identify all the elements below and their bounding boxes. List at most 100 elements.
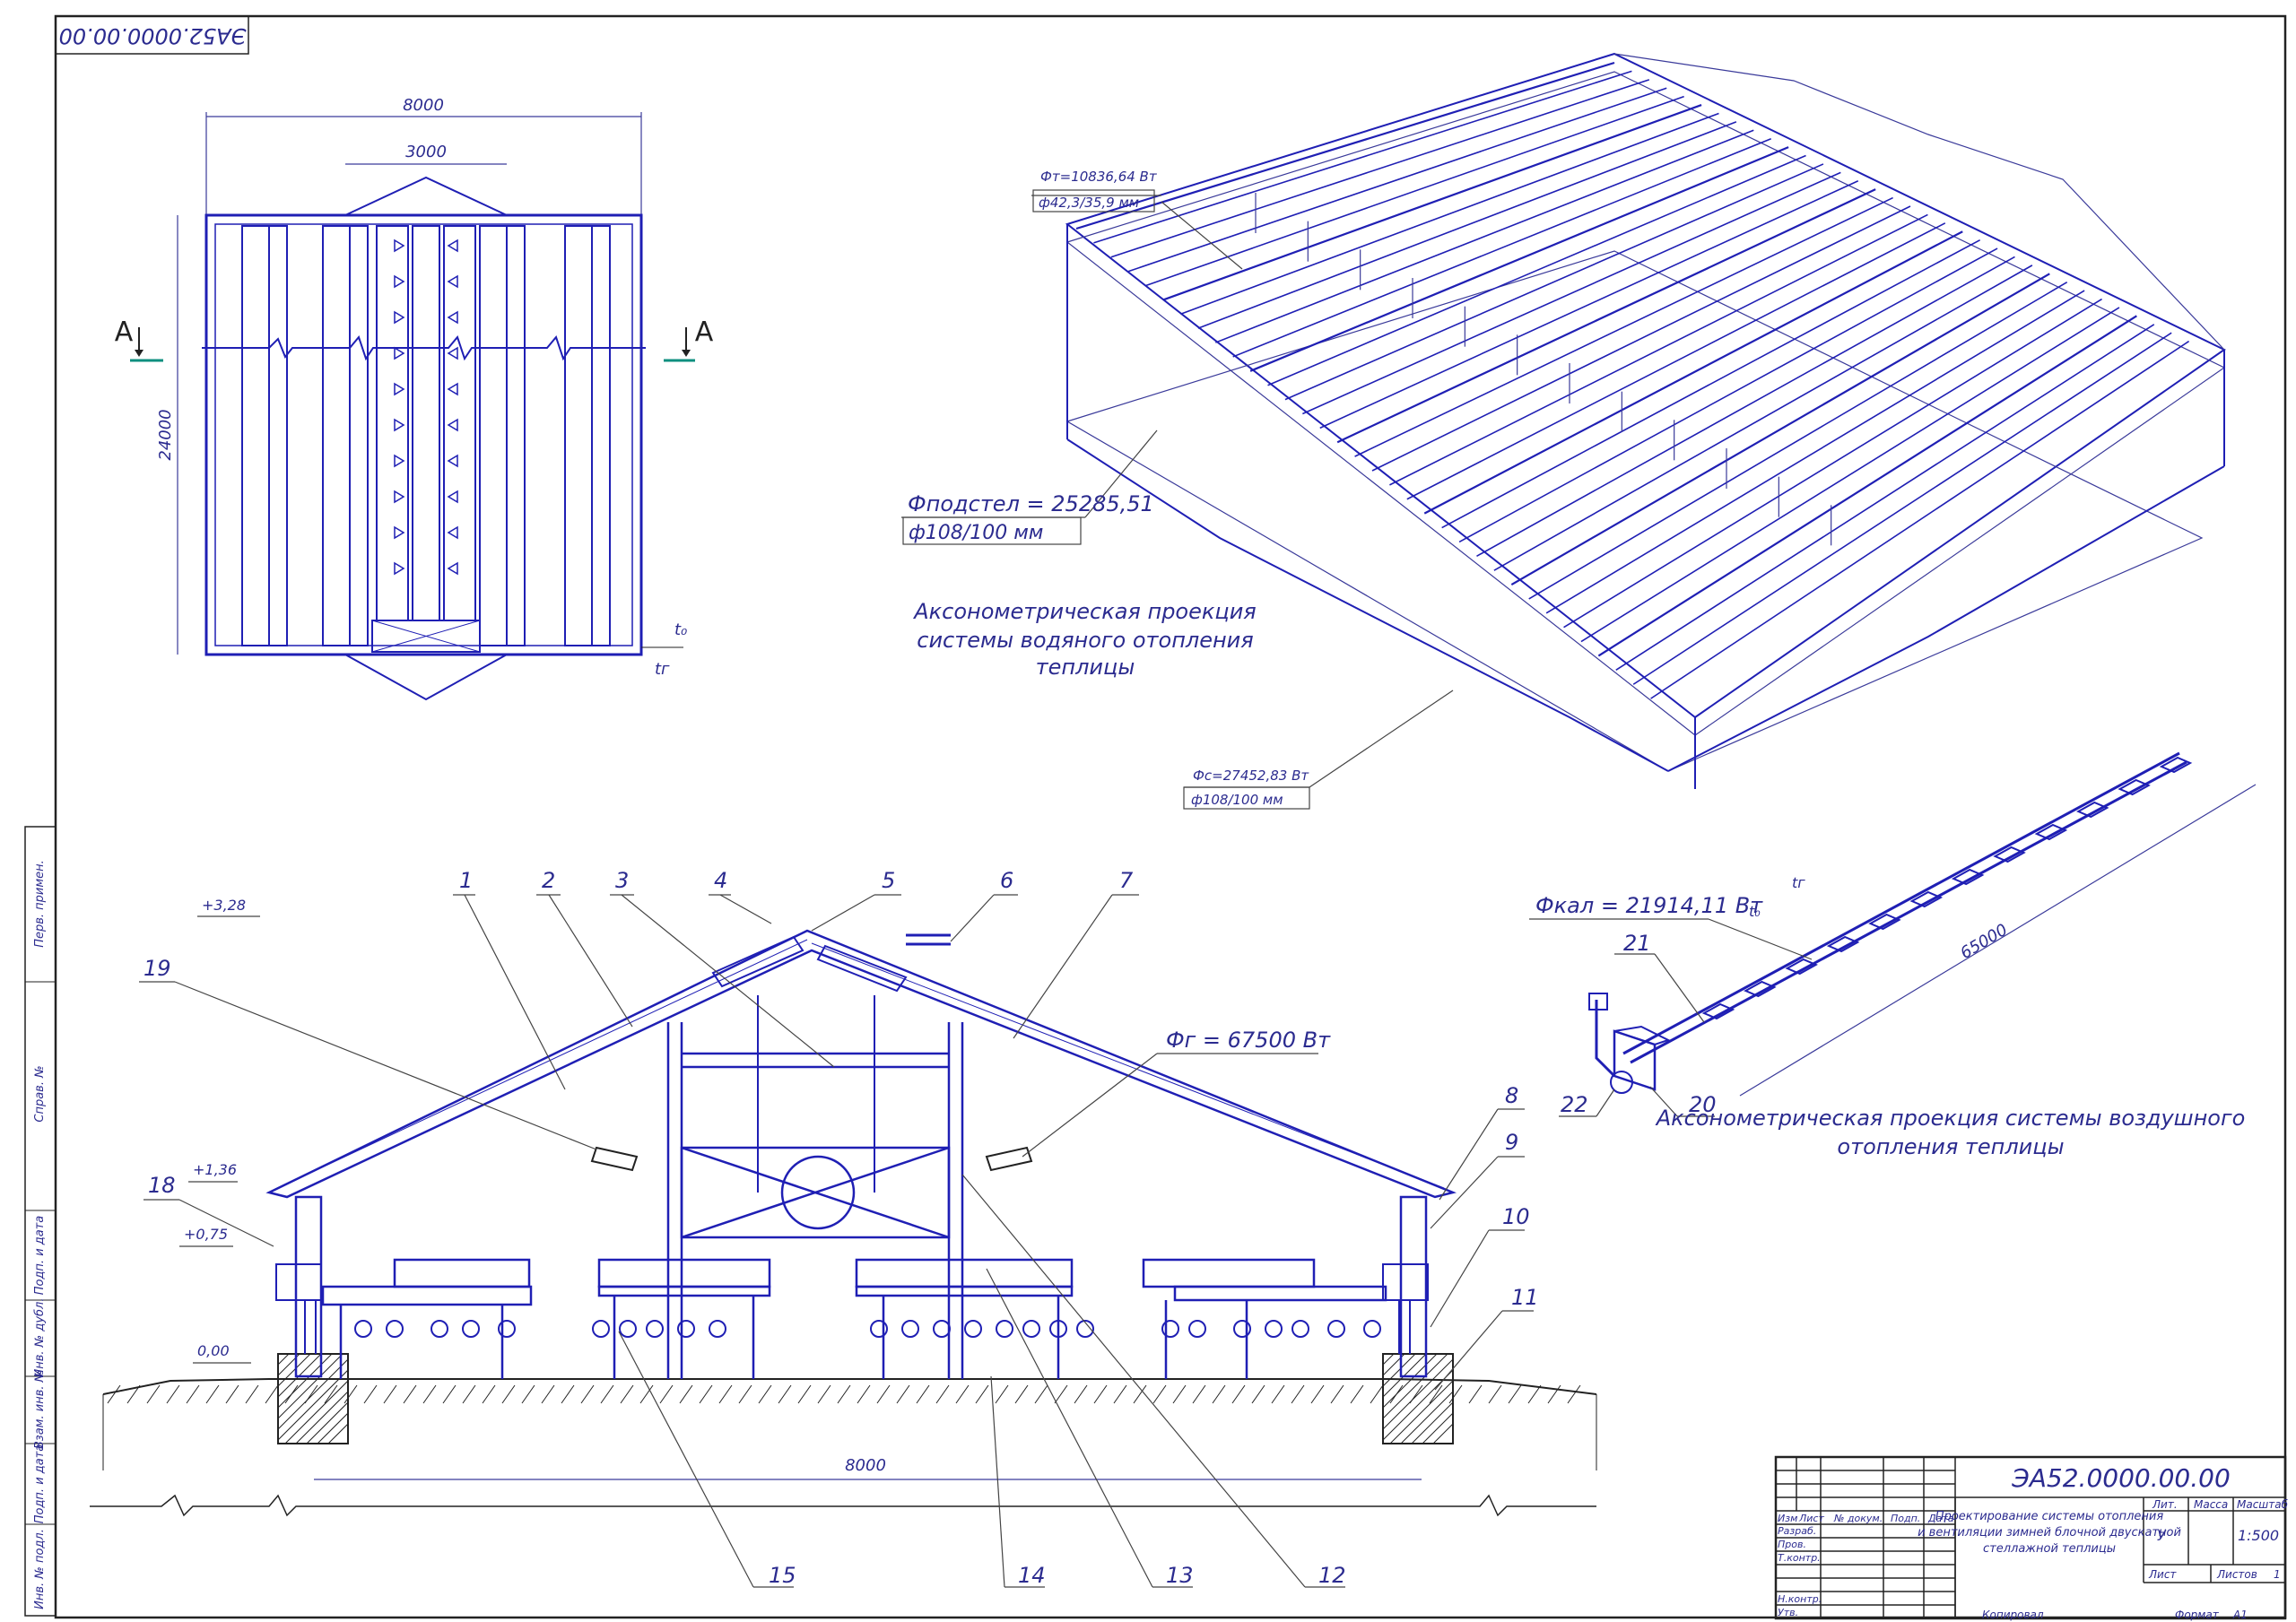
elev-top: +3,28 <box>202 897 246 914</box>
strip-label-0: Перв. примен. <box>33 860 47 948</box>
tb-scale-label: Масштаб <box>2237 1498 2289 1511</box>
heating-pipe-circle <box>1265 1320 1283 1338</box>
water-mid-power: Фподстел = 25285,51 <box>908 491 1154 516</box>
ground-hatch-line <box>403 1384 417 1404</box>
heating-pipe-circle <box>498 1320 516 1338</box>
ground-hatch-line <box>738 1384 752 1404</box>
heating-pipe-circle <box>619 1320 637 1338</box>
ground-hatch-line <box>699 1384 713 1404</box>
foundation-hatch-line <box>327 1423 349 1444</box>
callout-22: 22 <box>1561 1092 1588 1117</box>
ground-hatch-line <box>521 1384 535 1404</box>
foundation-hatch-line <box>1389 1380 1454 1444</box>
callout-19: 19 <box>144 956 171 981</box>
elev-136: +1,36 <box>193 1161 237 1178</box>
tb-row-razrab: Разраб. <box>1778 1525 1816 1537</box>
tb-title-1: Проектирование системы отопления <box>1935 1510 2164 1523</box>
tb-title-3: стеллажной теплицы <box>1983 1542 2116 1556</box>
callout-18: 18 <box>148 1173 176 1198</box>
heating-pipe-circle <box>386 1320 404 1338</box>
tb-sheet-label: Лист <box>2148 1568 2177 1581</box>
ground-hatch-line <box>422 1384 437 1404</box>
ground-hatch-line <box>126 1384 141 1404</box>
plan-temp-out: t₀ <box>674 620 687 639</box>
ground-hatch-line <box>107 1384 121 1404</box>
callout-10: 10 <box>1502 1204 1530 1229</box>
ground-hatch-line <box>482 1384 496 1404</box>
tb-format-value: А1 <box>2232 1609 2248 1621</box>
foundation-hatch-line <box>295 1391 349 1444</box>
ground-hatch-line <box>1251 1384 1265 1404</box>
callout-15: 15 <box>769 1563 796 1588</box>
foundation-hatch-line <box>277 1358 349 1430</box>
heating-pipe <box>1319 180 1859 429</box>
ground-hatch-line <box>1074 1384 1088 1404</box>
section-mark-left: А <box>115 317 134 348</box>
ground-hatch-line <box>1192 1384 1206 1404</box>
ground-hatch-line <box>679 1384 693 1404</box>
heating-pipe-circle <box>677 1320 695 1338</box>
heating-pipe-circle <box>1076 1320 1094 1338</box>
callout-13: 13 <box>1166 1563 1194 1588</box>
foundation-hatch-line <box>277 1353 290 1366</box>
water-bot-power: Фс=27452,83 Вт <box>1193 768 1309 784</box>
foundation-hatch-line <box>1382 1353 1438 1409</box>
water-caption-1: Аксонометрическая проекция <box>912 599 1257 624</box>
rotated-code-box: ЭА52.0000.00.00 <box>55 15 249 55</box>
foundation-hatch-line <box>1382 1353 1416 1387</box>
ground-hatch-line <box>758 1384 772 1404</box>
ground-hatch-line <box>1133 1384 1147 1404</box>
ground-hatch-line <box>975 1384 989 1404</box>
air-fin <box>1993 846 2026 863</box>
ground-hatch-line <box>817 1384 831 1404</box>
air-fin <box>2076 801 2109 819</box>
heating-pipe <box>1406 222 1946 500</box>
air-fin <box>1826 935 1860 953</box>
heating-pipe-circle <box>462 1320 480 1338</box>
callout-5: 5 <box>882 868 895 893</box>
tb-copied: Копировал <box>1982 1609 2044 1621</box>
heating-pipe <box>1197 121 1737 329</box>
heating-pipe <box>1354 196 1893 457</box>
foundation-hatch-line <box>1382 1353 1448 1419</box>
strip-label-4: Взам. инв. № <box>33 1370 47 1449</box>
foundation-hatch-line <box>317 1412 349 1444</box>
air-dim-65000: 65000 <box>1957 921 2011 963</box>
ground-hatch-line <box>659 1384 674 1404</box>
foundation-hatch-line <box>1400 1391 1454 1444</box>
left-strip: Перв. примен. Справ. № Подп. и дата Инв.… <box>25 860 56 1609</box>
air-fin <box>1744 980 1777 998</box>
title-block-text: ЭА52.0000.00.00 Изм Лист № докум. Подп. … <box>1778 1463 2289 1621</box>
tb-lit-value: У <box>2157 1527 2167 1544</box>
ground-hatch-line <box>245 1384 259 1404</box>
ground-hatch-line <box>1291 1384 1305 1404</box>
heating-pipe <box>1215 129 1754 343</box>
greenhouse-section: 8000 +3,28 +1,36 +0,75 0,00 Фг = 67500 В… <box>90 868 1597 1588</box>
ground-hatch-line <box>1310 1384 1325 1404</box>
heating-pipe-circle <box>1022 1320 1040 1338</box>
heating-pipe <box>1093 70 1632 244</box>
foundation-hatch-line <box>277 1353 333 1409</box>
section-mark-right: А <box>695 317 714 348</box>
heating-pipe-circle <box>933 1320 951 1338</box>
water-top-power: Фт=10836,64 Вт <box>1040 169 1158 185</box>
callout-8: 8 <box>1505 1083 1518 1108</box>
ground-hatch-line <box>265 1384 279 1404</box>
heating-pipe-circle <box>646 1320 664 1338</box>
ground-hatch-line <box>1488 1384 1502 1404</box>
heating-pipe <box>1510 273 2050 586</box>
callout-3: 3 <box>615 868 629 893</box>
air-fin <box>1951 868 1985 886</box>
plan-view: 8000 3000 24000 <box>115 96 714 701</box>
ground-hatch-line <box>186 1384 200 1404</box>
elev-075: +0,75 <box>184 1226 228 1243</box>
ground-hatch-line <box>166 1384 180 1404</box>
heating-pipe <box>1580 307 2120 643</box>
ground-hatch-line <box>1212 1384 1226 1404</box>
ground-hatch-line <box>205 1384 220 1404</box>
air-caption-2: отопления теплицы <box>1837 1134 2064 1159</box>
ground-hatch-line <box>1508 1384 1522 1404</box>
callout-9: 9 <box>1505 1130 1518 1155</box>
heater-power: Фг = 67500 Вт <box>1166 1028 1331 1053</box>
